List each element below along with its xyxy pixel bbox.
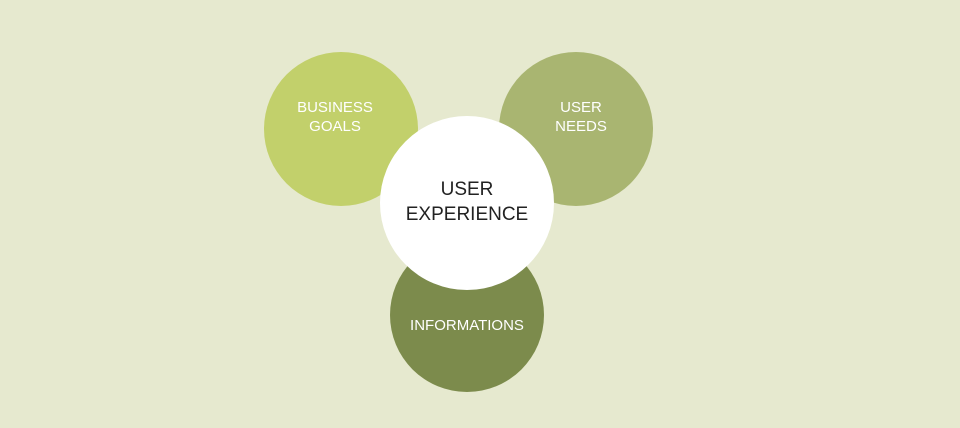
user-experience-circle: USER EXPERIENCE — [380, 116, 554, 290]
informations-label: INFORMATIONS — [410, 316, 524, 334]
business-goals-label-line-1: BUSINESS — [297, 99, 373, 117]
user-experience-label-line-2: EXPERIENCE — [405, 204, 529, 225]
user-experience-label-line-1: USER — [440, 179, 494, 201]
business-goals-circle: BUSINESS GOALS — [264, 52, 418, 206]
user-needs-circle: USER NEEDS — [499, 52, 653, 206]
user-needs-label-line-1: USER — [560, 99, 602, 117]
user-needs-label-line-2: NEEDS — [555, 118, 607, 135]
business-goals-label-line-2: GOALS — [309, 118, 361, 135]
